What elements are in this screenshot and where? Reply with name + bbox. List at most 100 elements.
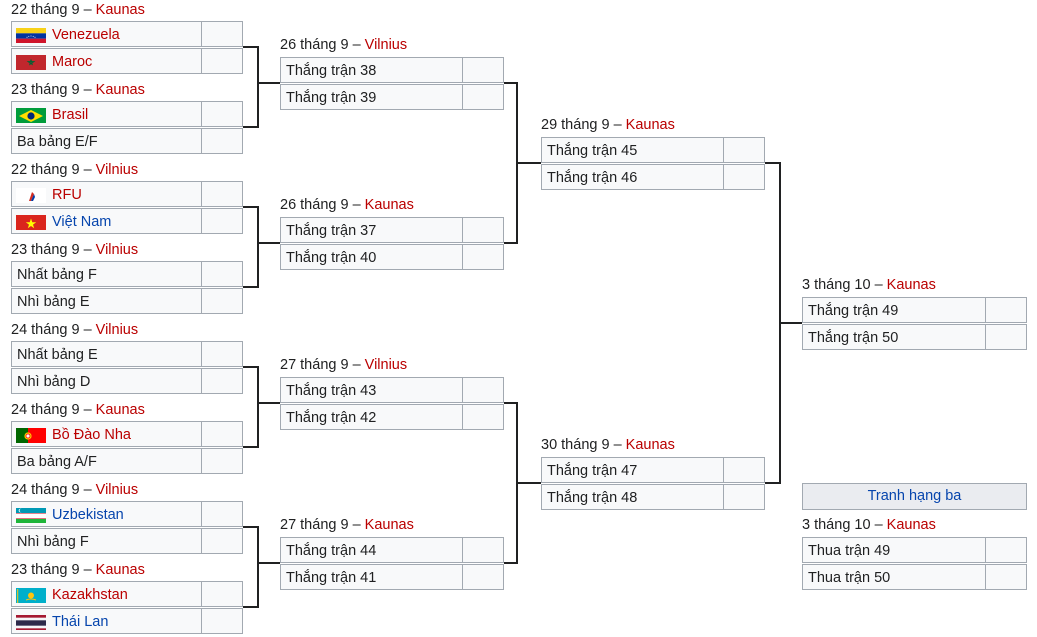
match-venue-link[interactable]: Kaunas: [95, 562, 145, 578]
score-cell: [462, 404, 504, 430]
match-date: 22 tháng 9: [11, 162, 80, 178]
team-name: Thắng trận 38: [286, 63, 377, 79]
match-date: 23 tháng 9: [11, 242, 80, 258]
sf-match-header: 29 tháng 9 – Kaunas: [541, 115, 675, 135]
r16-team-row: Nhì bảng F: [11, 528, 243, 554]
score-cell: [201, 608, 243, 634]
team-name: Nhì bảng D: [17, 374, 91, 390]
qf-team-row: Thắng trận 41: [280, 564, 504, 590]
match-venue-link[interactable]: Kaunas: [886, 277, 936, 293]
score-cell: [201, 21, 243, 47]
match-date: 23 tháng 9: [11, 82, 80, 98]
team-name[interactable]: Venezuela: [52, 27, 120, 43]
match-venue-link[interactable]: Vilnius: [364, 357, 408, 373]
team-name: Nhì bảng E: [17, 294, 90, 310]
score-cell: [462, 377, 504, 403]
qf-match-header: 26 tháng 9 – Vilnius: [280, 35, 407, 55]
r16-match-header: 24 tháng 9 – Kaunas: [11, 400, 145, 420]
team-name[interactable]: Uzbekistan: [52, 507, 124, 523]
bracket-connector: [779, 322, 802, 324]
qf-team-row: Thắng trận 38: [280, 57, 504, 83]
match-venue-link[interactable]: Vilnius: [364, 37, 408, 53]
match-venue-link[interactable]: Kaunas: [95, 2, 145, 18]
rfu-flag-icon: [16, 187, 46, 203]
date-venue-separator: –: [79, 402, 96, 418]
team-name: Thắng trận 49: [808, 303, 899, 319]
bracket-connector: [765, 162, 781, 164]
qf-match-header: 27 tháng 9 – Kaunas: [280, 515, 414, 535]
bracket-connector: [243, 606, 259, 608]
bracket-connector: [504, 402, 518, 404]
team-name[interactable]: Maroc: [52, 54, 93, 70]
match-venue-link[interactable]: Vilnius: [95, 242, 139, 258]
match-venue-link[interactable]: Vilnius: [95, 162, 139, 178]
date-venue-separator: –: [79, 162, 96, 178]
match-venue-link[interactable]: Kaunas: [95, 82, 145, 98]
score-cell: [201, 528, 243, 554]
team-name[interactable]: Việt Nam: [52, 214, 112, 230]
match-venue-link[interactable]: Kaunas: [625, 437, 675, 453]
match-venue-link[interactable]: Kaunas: [95, 402, 145, 418]
r16-team-row: Thái Lan: [11, 608, 243, 634]
team-name: Thua trận 49: [808, 543, 891, 559]
team-name[interactable]: Brasil: [52, 107, 89, 123]
team-name: Thắng trận 42: [286, 410, 377, 426]
bracket-connector: [257, 526, 259, 608]
match-venue-link[interactable]: Kaunas: [625, 117, 675, 133]
score-cell: [201, 421, 243, 447]
score-cell: [723, 457, 765, 483]
team-name: Thua trận 50: [808, 570, 891, 586]
r16-team-row: Nhì bảng E: [11, 288, 243, 314]
match-venue-link[interactable]: Vilnius: [95, 482, 139, 498]
r16-team-row: Brasil: [11, 101, 243, 127]
team-name: Thắng trận 43: [286, 383, 377, 399]
team-name: Thắng trận 44: [286, 543, 377, 559]
score-cell: [201, 181, 243, 207]
team-name: Thắng trận 46: [547, 170, 638, 186]
r16-team-row: Nhì bảng D: [11, 368, 243, 394]
score-cell: [723, 137, 765, 163]
score-cell: [201, 288, 243, 314]
bracket-connector: [243, 126, 259, 128]
r16-team-row: Maroc: [11, 48, 243, 74]
score-cell: [462, 537, 504, 563]
r16-match-header: 22 tháng 9 – Vilnius: [11, 160, 138, 180]
r16-match-header: 24 tháng 9 – Vilnius: [11, 320, 138, 340]
date-venue-separator: –: [79, 482, 96, 498]
team-name: Thắng trận 41: [286, 570, 377, 586]
r16-match-header: 23 tháng 9 – Kaunas: [11, 80, 145, 100]
match-date: 26 tháng 9: [280, 37, 349, 53]
score-cell: [201, 448, 243, 474]
team-name[interactable]: Thái Lan: [52, 614, 109, 630]
team-name[interactable]: Bồ Đào Nha: [52, 427, 131, 443]
match-venue-link[interactable]: Kaunas: [364, 197, 414, 213]
score-cell: [201, 581, 243, 607]
team-name: Nhì bảng F: [17, 534, 89, 550]
team-name: Thắng trận 47: [547, 463, 638, 479]
score-cell: [201, 261, 243, 287]
bracket-connector: [257, 562, 280, 564]
team-name: Ba bảng A/F: [17, 454, 97, 470]
match-venue-link[interactable]: Kaunas: [886, 517, 936, 533]
match-venue-link[interactable]: Vilnius: [95, 322, 139, 338]
match-date: 22 tháng 9: [11, 2, 80, 18]
score-cell: [462, 57, 504, 83]
match-venue-link[interactable]: Kaunas: [364, 517, 414, 533]
r16-match-header: 23 tháng 9 – Vilnius: [11, 240, 138, 260]
third-place-title[interactable]: Tranh hạng ba: [802, 483, 1027, 510]
r16-team-row: Nhất bảng F: [11, 261, 243, 287]
r16-team-row: Kazakhstan: [11, 581, 243, 607]
team-name[interactable]: Kazakhstan: [52, 587, 128, 603]
team-name: Ba bảng E/F: [17, 134, 98, 150]
r16-match-header: 23 tháng 9 – Kaunas: [11, 560, 145, 580]
final-team-row: Thắng trận 50: [802, 324, 1027, 350]
date-venue-separator: –: [79, 322, 96, 338]
team-name[interactable]: RFU: [52, 187, 82, 203]
score-cell: [201, 128, 243, 154]
qf-team-row: Thắng trận 40: [280, 244, 504, 270]
bracket-connector: [257, 206, 259, 288]
bracket-connector: [257, 402, 280, 404]
bracket-connector: [243, 366, 259, 368]
team-name: Nhất bảng E: [17, 347, 98, 363]
kazakhstan-flag-icon: [16, 587, 46, 603]
